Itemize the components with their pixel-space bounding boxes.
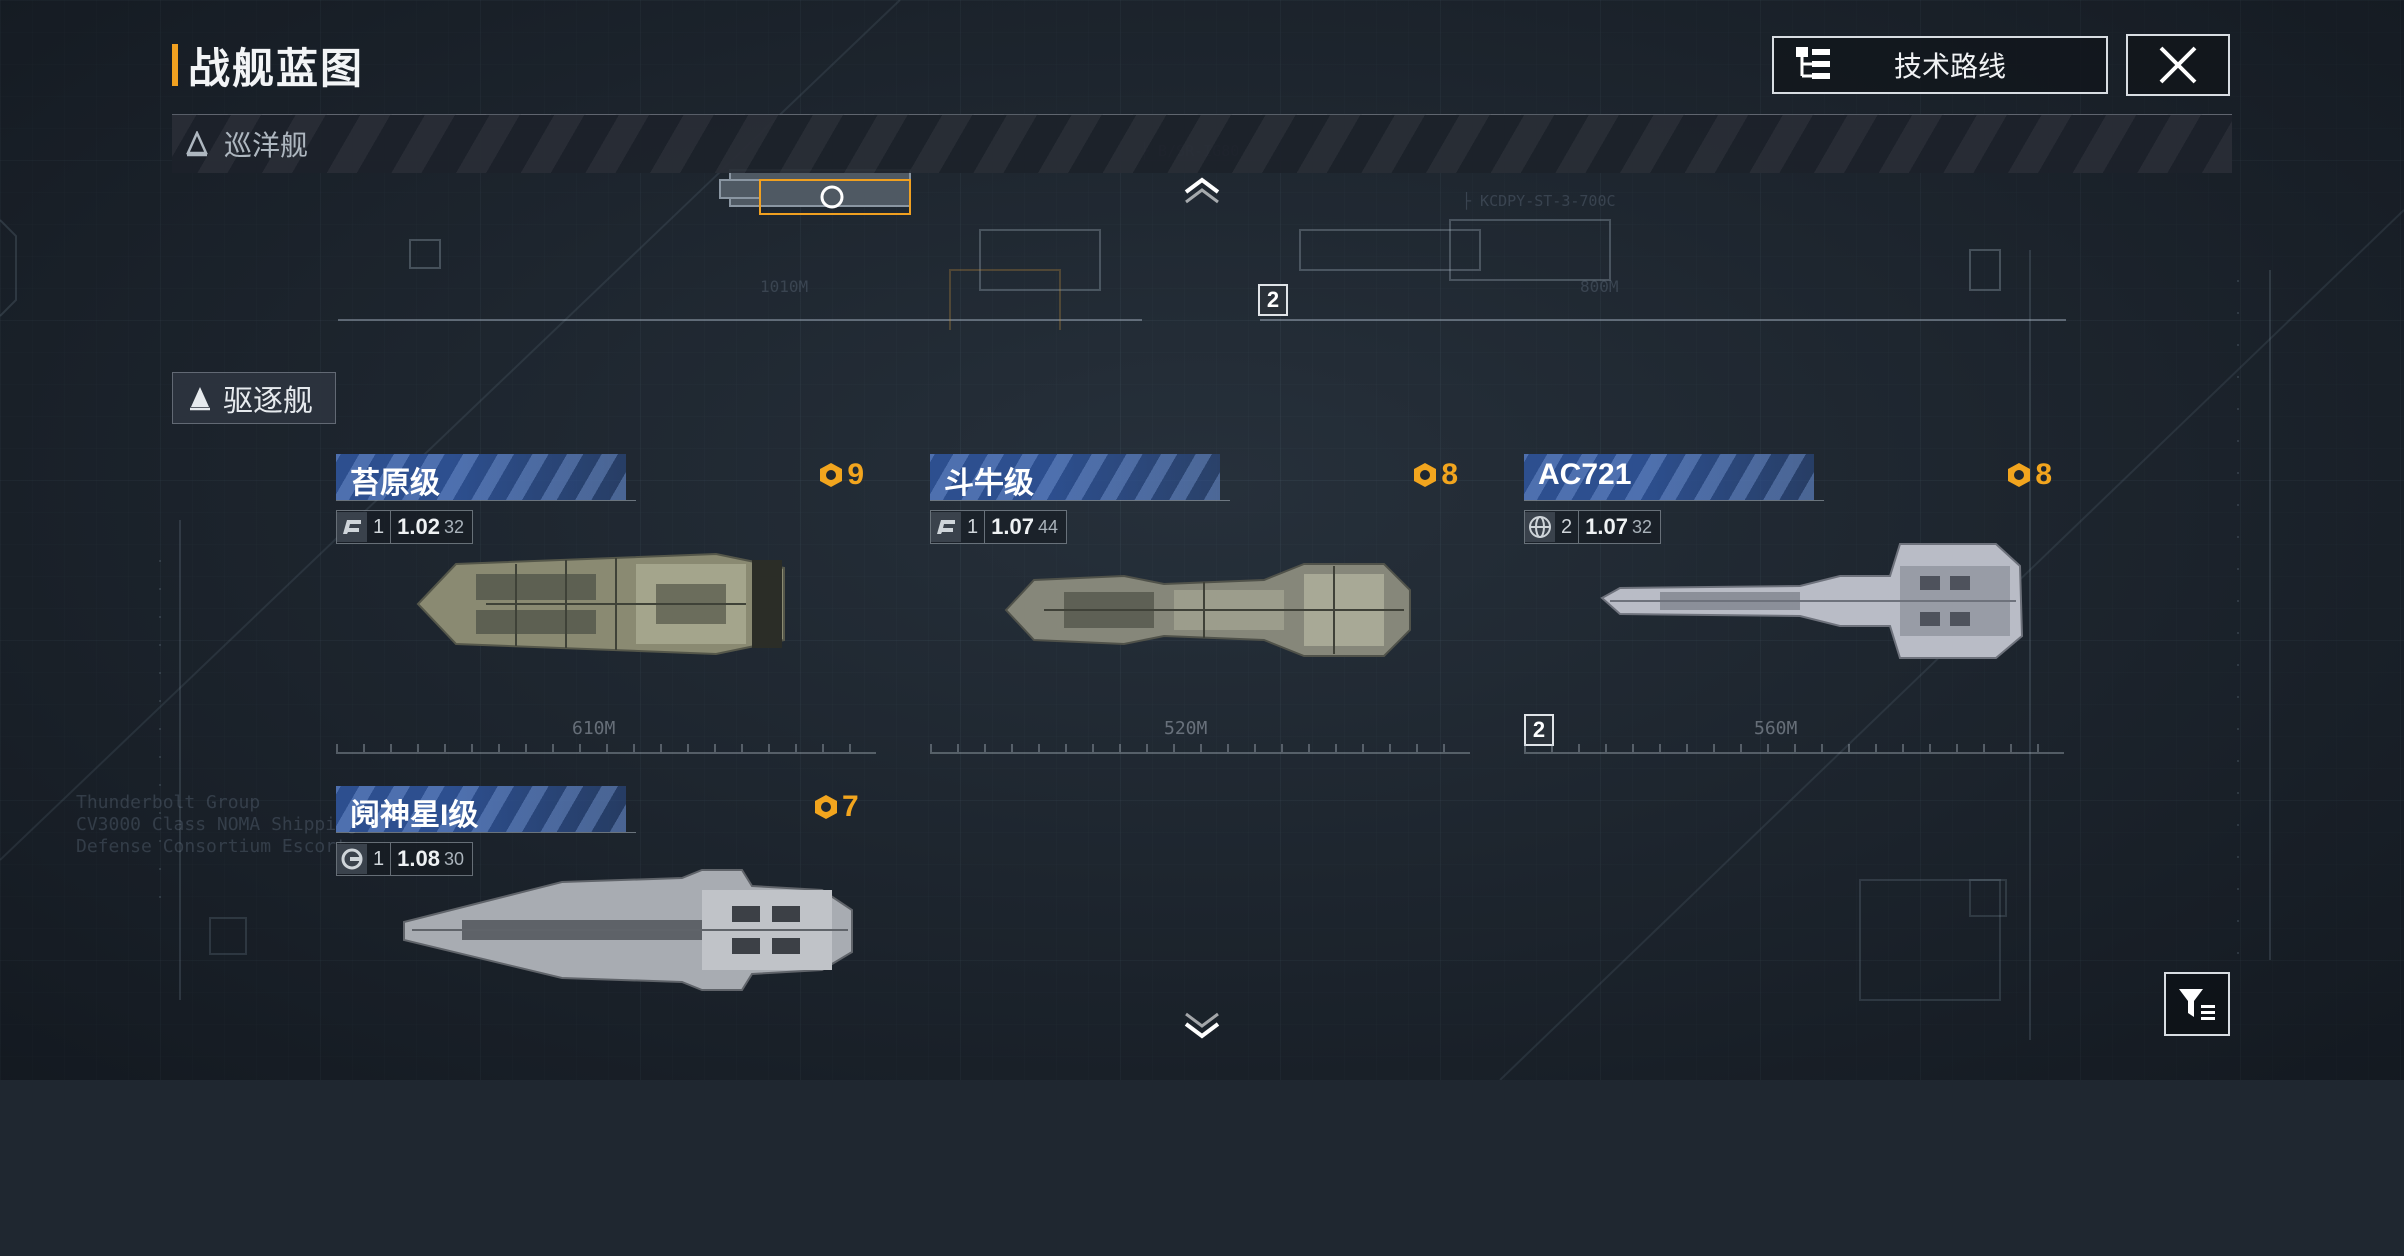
- length-ruler: [930, 738, 1470, 754]
- ship-class-icon: [190, 387, 210, 411]
- filter-icon: [2179, 989, 2215, 1020]
- card-divider: [336, 832, 636, 833]
- stat-value: 1.02: [397, 514, 440, 539]
- length-marker: 1010M: [760, 277, 809, 296]
- close-icon: [2159, 46, 2197, 84]
- page-title: 战舰蓝图: [188, 44, 365, 92]
- tech-route-label: 技术路线: [1893, 51, 2006, 82]
- ship-cost: 9: [817, 458, 864, 492]
- ship-card-bullfight[interactable]: 斗牛级 8 1 1.07 44 520M: [930, 454, 1470, 924]
- filter-button[interactable]: [2164, 972, 2230, 1036]
- command-point-icon: [820, 463, 843, 487]
- ship-name: 阋神星I级: [350, 799, 479, 832]
- ship-name-band: 苔原级: [336, 454, 626, 500]
- page-header: 战舰蓝图: [172, 40, 364, 92]
- ship-card-tundra[interactable]: 苔原级 9 1 1.02 32 610M: [336, 454, 876, 924]
- stat-sub-value: 44: [1037, 516, 1058, 537]
- section-header-cruiser[interactable]: 巡洋舰: [172, 114, 2232, 173]
- tier-badge: 2: [1258, 284, 1288, 316]
- stat-value: 1.07: [1585, 514, 1628, 539]
- ship-name-band: 阋神星I级: [336, 786, 626, 832]
- ship-name-band: AC721: [1524, 454, 1814, 500]
- ship-name: 苔原级: [350, 467, 440, 500]
- shield-icon: [337, 844, 367, 874]
- cost-value: 9: [847, 458, 864, 491]
- blueprint-label: ├ KCDPY-ST-3-700C: [1462, 192, 1616, 210]
- tech-tree-icon: [1796, 47, 1830, 79]
- length-marker: 560M: [1754, 718, 1798, 739]
- ship-class-icon: [186, 131, 208, 157]
- command-point-icon: [1414, 463, 1437, 487]
- cost-value: 7: [842, 790, 859, 823]
- card-divider: [1524, 500, 1824, 501]
- scroll-up-icon[interactable]: [1182, 176, 1222, 204]
- card-divider: [930, 500, 1230, 501]
- stat-level: 1: [961, 511, 986, 543]
- command-point-icon: [815, 795, 837, 819]
- armor-icon: [931, 512, 961, 542]
- ship-stats: 1 1.07 44: [930, 510, 1067, 544]
- background-text: Thunderbolt Group CV3000 Class NOMA Ship…: [76, 792, 358, 857]
- title-accent: [172, 44, 178, 86]
- command-point-icon: [2008, 463, 2031, 487]
- close-button[interactable]: [2126, 34, 2230, 96]
- section-label-destroyer: 驱逐舰: [223, 385, 313, 418]
- length-marker: 800M: [1580, 277, 1619, 296]
- ship-name: AC721: [1538, 458, 1632, 491]
- cost-value: 8: [2035, 458, 2052, 491]
- ship-stats: 1 1.02 32: [336, 510, 473, 544]
- stat-level: 1: [367, 843, 392, 875]
- length-ruler: [336, 738, 876, 754]
- length-marker: 610M: [572, 718, 616, 739]
- globe-icon: [1525, 512, 1555, 542]
- scroll-down-icon[interactable]: [1182, 1012, 1222, 1040]
- ship-image-bullfight: [1004, 563, 1411, 657]
- section-header-destroyer[interactable]: 驱逐舰: [172, 372, 336, 424]
- stat-value: 1.07: [991, 514, 1034, 539]
- ship-name-band: 斗牛级: [930, 454, 1220, 500]
- ship-cost: 7: [812, 790, 876, 824]
- ship-name: 斗牛级: [944, 467, 1034, 500]
- stat-sub-value: 30: [443, 848, 464, 869]
- ship-card-eris[interactable]: 阋神星I级 7 1 1.08 30: [336, 786, 876, 1256]
- tech-route-button[interactable]: 技术路线: [1772, 36, 2108, 94]
- cruiser-partial-blueprints: [338, 169, 2066, 330]
- ship-stats: 1 1.08 30: [336, 842, 473, 876]
- ship-cost: 8: [1411, 458, 1458, 492]
- ship-card-ac721[interactable]: AC721 8 2 1.07 32 2 560M: [1524, 454, 2064, 924]
- length-ruler: [1524, 738, 2064, 754]
- card-divider: [336, 500, 636, 501]
- ship-image-eris: [403, 869, 853, 991]
- section-label-cruiser: 巡洋舰: [224, 130, 309, 161]
- length-marker: 520M: [1164, 718, 1208, 739]
- stat-sub-value: 32: [1631, 516, 1652, 537]
- stat-sub-value: 32: [443, 516, 464, 537]
- tier-badge: 2: [1524, 714, 1554, 746]
- ship-cost: 8: [2005, 458, 2052, 492]
- ship-image-tundra: [416, 552, 785, 656]
- ship-image-ac721: [1600, 543, 2024, 659]
- stat-value: 1.08: [397, 846, 440, 871]
- cost-value: 8: [1441, 458, 1458, 491]
- armor-icon: [337, 512, 367, 542]
- stat-level: 2: [1555, 511, 1580, 543]
- stat-level: 1: [367, 511, 392, 543]
- ship-stats: 2 1.07 32: [1524, 510, 1661, 544]
